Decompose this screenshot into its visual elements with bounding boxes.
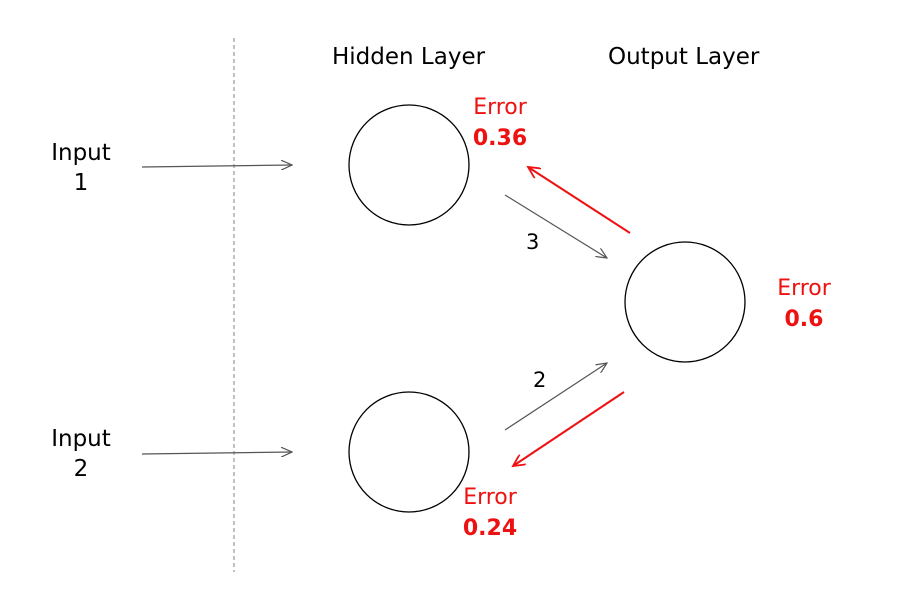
hidden-1-error-label: Error — [473, 95, 527, 120]
output-layer-title: Output Layer — [608, 44, 760, 70]
hidden-1-error: Error 0.36 — [460, 92, 540, 154]
error-arrow-output-hidden1 — [528, 167, 631, 234]
hidden-neuron-2 — [348, 391, 470, 513]
hidden-2-error-label: Error — [463, 485, 517, 510]
weight-hidden1-output: 3 — [526, 230, 540, 254]
input-1-label-line1: Input — [51, 140, 111, 166]
input-2-label-line1: Input — [51, 426, 111, 452]
input-2-arrow — [141, 452, 292, 454]
error-arrow-output-hidden2 — [513, 391, 625, 466]
hidden-1-error-value: 0.36 — [472, 126, 528, 151]
forward-arrow-hidden2-output — [504, 363, 607, 431]
output-neuron — [624, 241, 746, 363]
input-1-label: Input 1 — [40, 138, 122, 198]
output-error-value: 0.6 — [784, 307, 824, 332]
hidden-2-error: Error 0.24 — [450, 482, 530, 544]
input-2-label: Input 2 — [40, 424, 122, 484]
input-1-label-line2: 1 — [73, 170, 89, 196]
forward-arrow-hidden1-output — [504, 194, 607, 258]
weight-hidden2-output: 2 — [533, 368, 547, 392]
hidden-layer-title: Hidden Layer — [332, 44, 486, 70]
output-error: Error 0.6 — [764, 273, 844, 335]
hidden-neuron-1 — [348, 104, 470, 226]
input-1-arrow — [141, 165, 292, 167]
hidden-2-error-value: 0.24 — [462, 516, 518, 541]
output-error-label: Error — [777, 276, 831, 301]
input-2-label-line2: 2 — [73, 456, 89, 482]
